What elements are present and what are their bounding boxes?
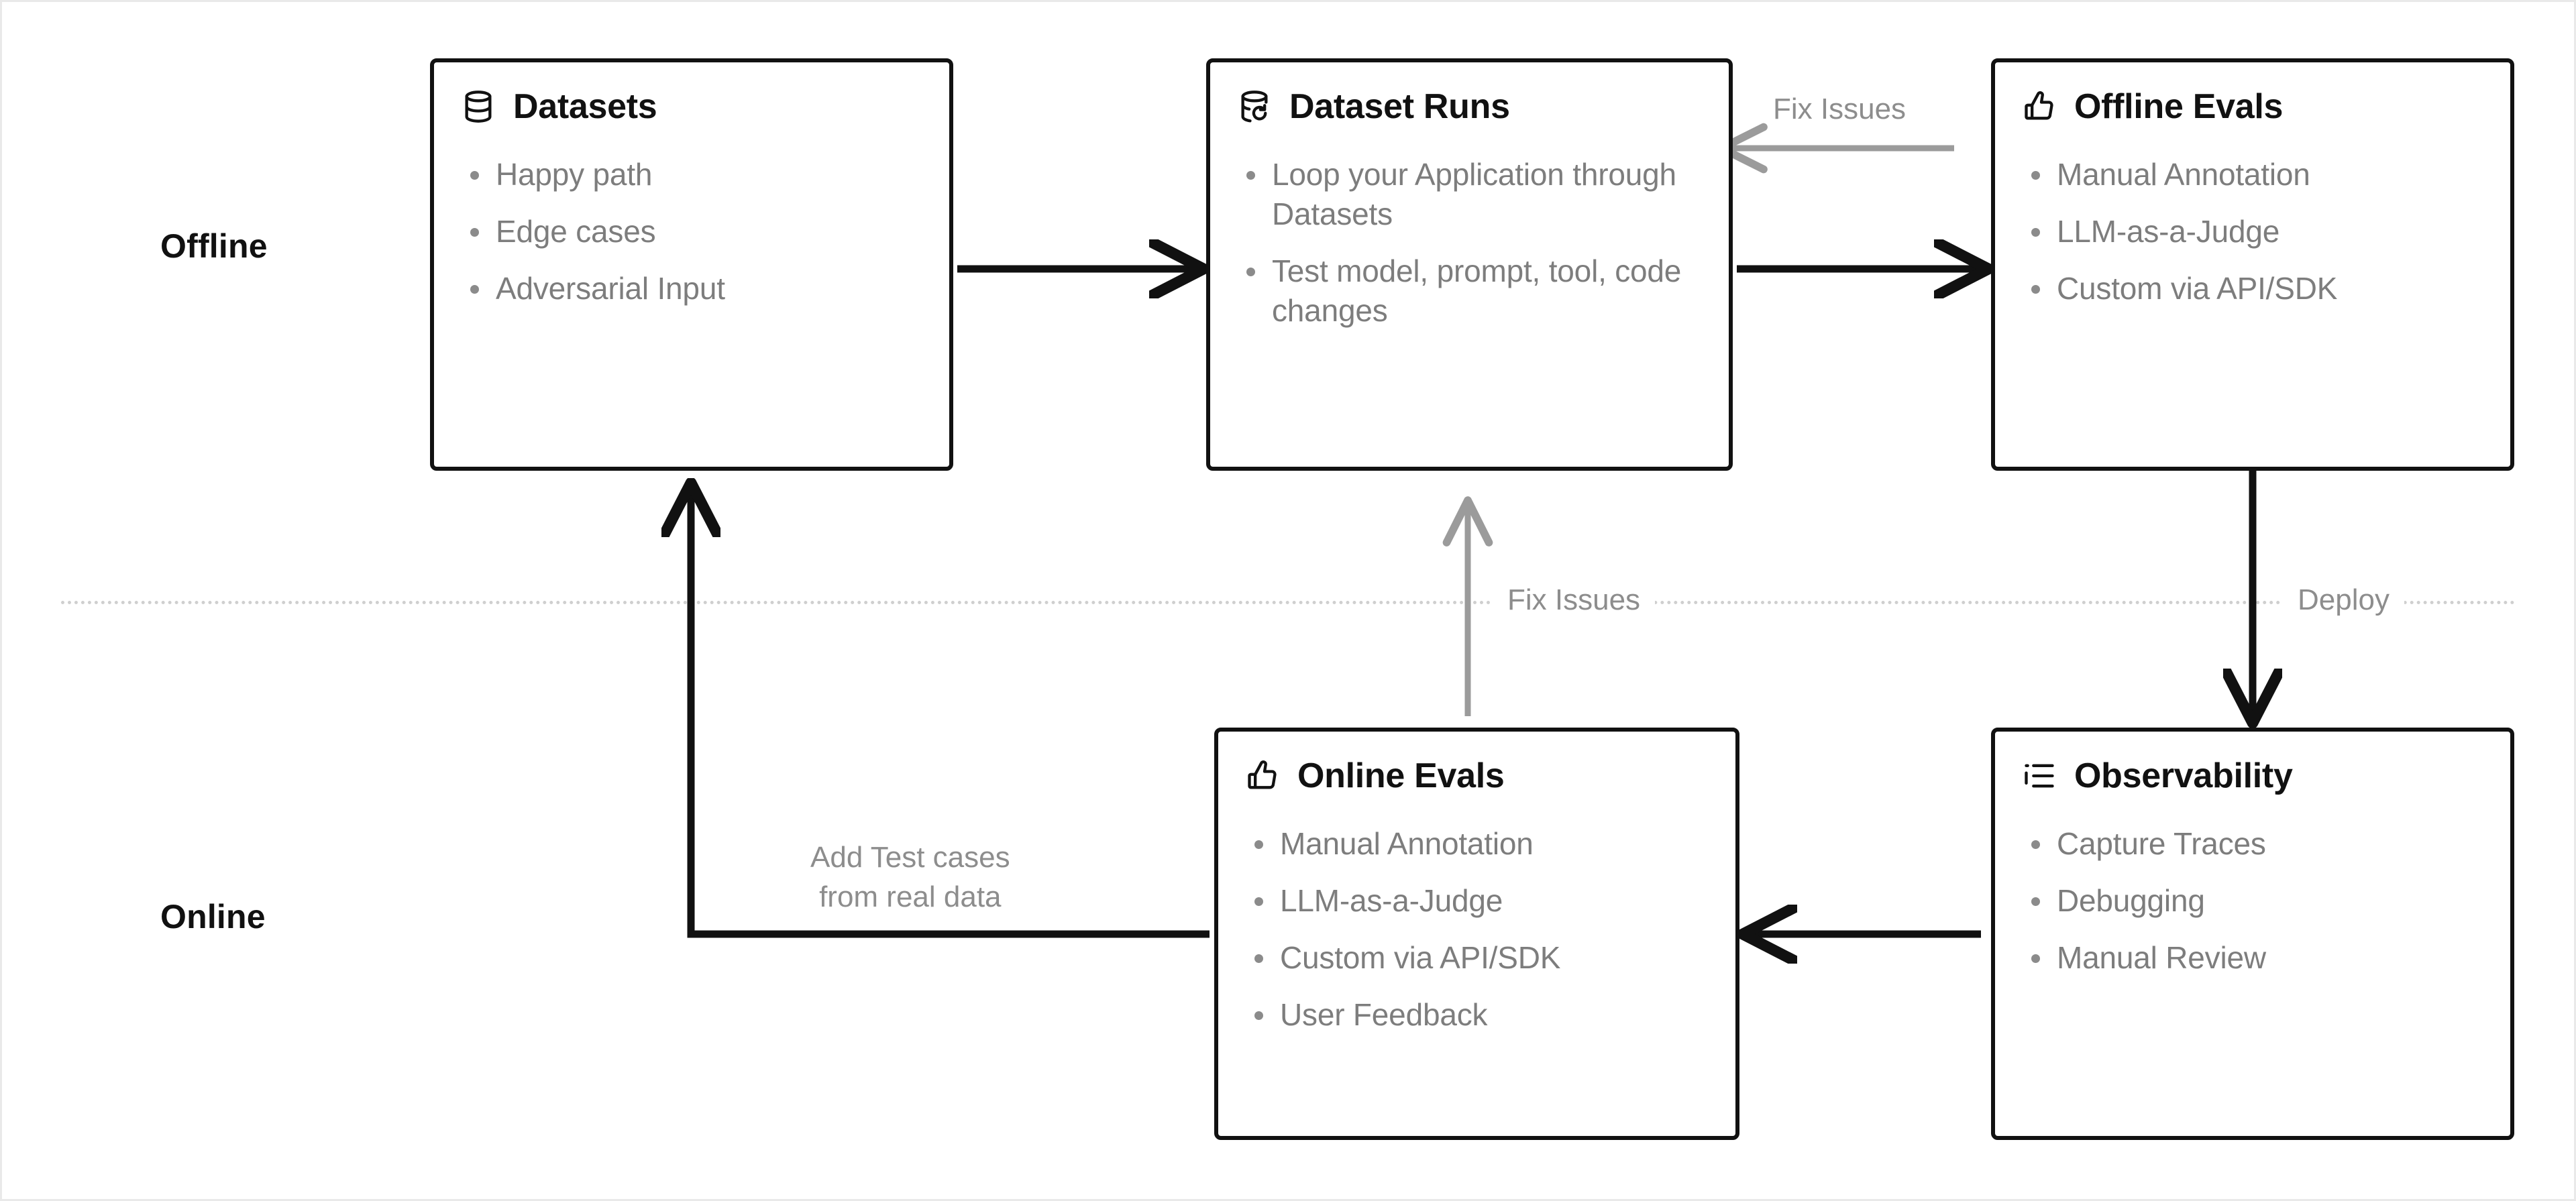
list-item: Loop your Application through Datasets — [1237, 155, 1702, 234]
thumbs-up-icon — [1245, 758, 1280, 793]
node-offline-evals-header: Offline Evals — [2022, 87, 2483, 127]
node-dataset-runs-header: Dataset Runs — [1237, 87, 1702, 127]
list-item: Capture Traces — [2022, 824, 2483, 864]
lane-label-offline: Offline — [160, 227, 268, 265]
edge-label-add-test-cases-line2: from real data — [819, 880, 1002, 914]
list-item: Happy path — [461, 155, 922, 194]
divider-label-fix-issues: Fix Issues — [1493, 581, 1656, 620]
list-tree-icon — [2022, 758, 2057, 793]
list-item: Manual Review — [2022, 938, 2483, 978]
list-item: Adversarial Input — [461, 269, 922, 308]
lane-label-online: Online — [160, 898, 266, 935]
list-item: Custom via API/SDK — [2022, 269, 2483, 308]
edge-label-add-test-cases-line1: Add Test cases — [810, 841, 1010, 874]
node-observability[interactable]: Observability Capture Traces Debugging M… — [1991, 728, 2514, 1140]
divider-label-deploy: Deploy — [2283, 581, 2404, 620]
node-offline-evals-title: Offline Evals — [2074, 87, 2284, 126]
node-datasets[interactable]: Datasets Happy path Edge cases Adversari… — [430, 58, 953, 471]
node-datasets-title: Datasets — [513, 87, 657, 126]
offline-online-divider — [61, 601, 2516, 604]
edge-label-fix-issues-top: Fix Issues — [1773, 93, 1907, 125]
database-icon — [461, 89, 496, 124]
list-item: Custom via API/SDK — [1245, 938, 1709, 978]
node-online-evals-title: Online Evals — [1297, 756, 1505, 795]
node-dataset-runs[interactable]: Dataset Runs Loop your Application throu… — [1206, 58, 1733, 471]
node-dataset-runs-list: Loop your Application through Datasets T… — [1237, 155, 1702, 331]
node-online-evals-list: Manual Annotation LLM-as-a-Judge Custom … — [1245, 824, 1709, 1035]
database-refresh-icon — [1237, 89, 1272, 124]
edge-label-add-test-cases: Add Test cases from real data — [810, 838, 1010, 917]
node-offline-evals[interactable]: Offline Evals Manual Annotation LLM-as-a… — [1991, 58, 2514, 471]
list-item: Debugging — [2022, 881, 2483, 921]
list-item: LLM-as-a-Judge — [1245, 881, 1709, 921]
node-offline-evals-list: Manual Annotation LLM-as-a-Judge Custom … — [2022, 155, 2483, 308]
node-observability-title: Observability — [2074, 756, 2293, 795]
node-datasets-header: Datasets — [461, 87, 922, 127]
node-datasets-list: Happy path Edge cases Adversarial Input — [461, 155, 922, 308]
node-observability-header: Observability — [2022, 756, 2483, 796]
list-item: Manual Annotation — [2022, 155, 2483, 194]
node-observability-list: Capture Traces Debugging Manual Review — [2022, 824, 2483, 978]
node-online-evals[interactable]: Online Evals Manual Annotation LLM-as-a-… — [1214, 728, 1739, 1140]
list-item: LLM-as-a-Judge — [2022, 212, 2483, 251]
node-dataset-runs-title: Dataset Runs — [1289, 87, 1510, 126]
node-online-evals-header: Online Evals — [1245, 756, 1709, 796]
list-item: Manual Annotation — [1245, 824, 1709, 864]
thumbs-up-icon — [2022, 89, 2057, 124]
list-item: Edge cases — [461, 212, 922, 251]
list-item: User Feedback — [1245, 995, 1709, 1035]
list-item: Test model, prompt, tool, code changes — [1237, 251, 1702, 331]
